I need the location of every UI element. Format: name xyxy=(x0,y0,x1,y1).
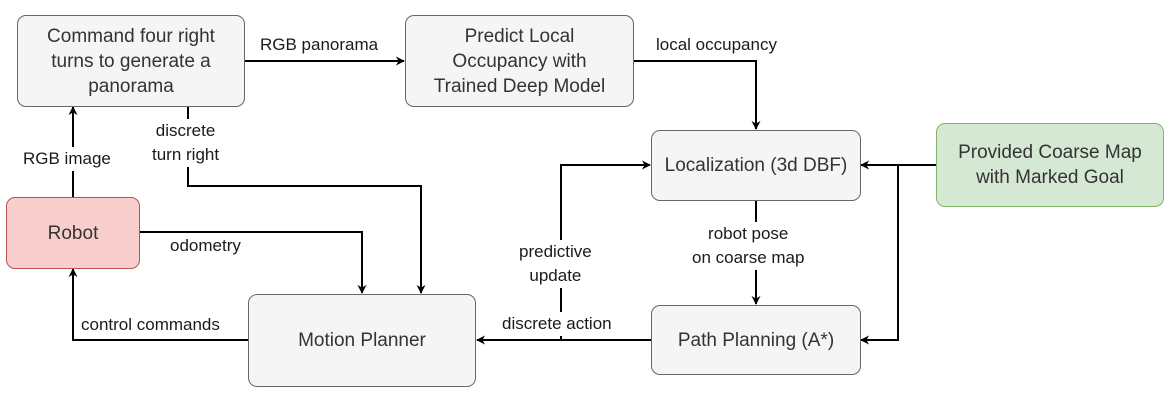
node-path-planning: Path Planning (A*) xyxy=(651,305,861,375)
edge-local-occupancy xyxy=(634,60,761,130)
node-panorama: Command four right turns to generate a p… xyxy=(17,15,245,107)
node-coarse-map: Provided Coarse Map with Marked Goal xyxy=(936,123,1164,207)
label-discrete-action: discrete action xyxy=(502,312,612,336)
label-robot-pose: robot pose on coarse map xyxy=(692,222,805,270)
edge-discrete-turn-right xyxy=(187,107,426,294)
label-rgb-image: RGB image xyxy=(23,147,111,171)
node-motion-planner: Motion Planner xyxy=(248,294,476,387)
node-robot: Robot xyxy=(6,197,140,269)
label-rgb-panorama: RGB panorama xyxy=(260,33,379,57)
edge-control-commands xyxy=(68,268,248,341)
label-control-commands: control commands xyxy=(81,313,220,337)
label-local-occupancy: local occupancy xyxy=(656,33,777,57)
node-localization: Localization (3d DBF) xyxy=(651,130,861,201)
edge-map-to-path-planning xyxy=(860,165,899,345)
label-odometry: odometry xyxy=(170,234,241,258)
label-predictive-update: predictive update xyxy=(519,240,592,288)
node-predict-occupancy: Predict Local Occupancy with Trained Dee… xyxy=(405,15,634,107)
edge-odometry xyxy=(139,231,367,294)
label-discrete-turn-right: discrete turn right xyxy=(152,119,220,167)
